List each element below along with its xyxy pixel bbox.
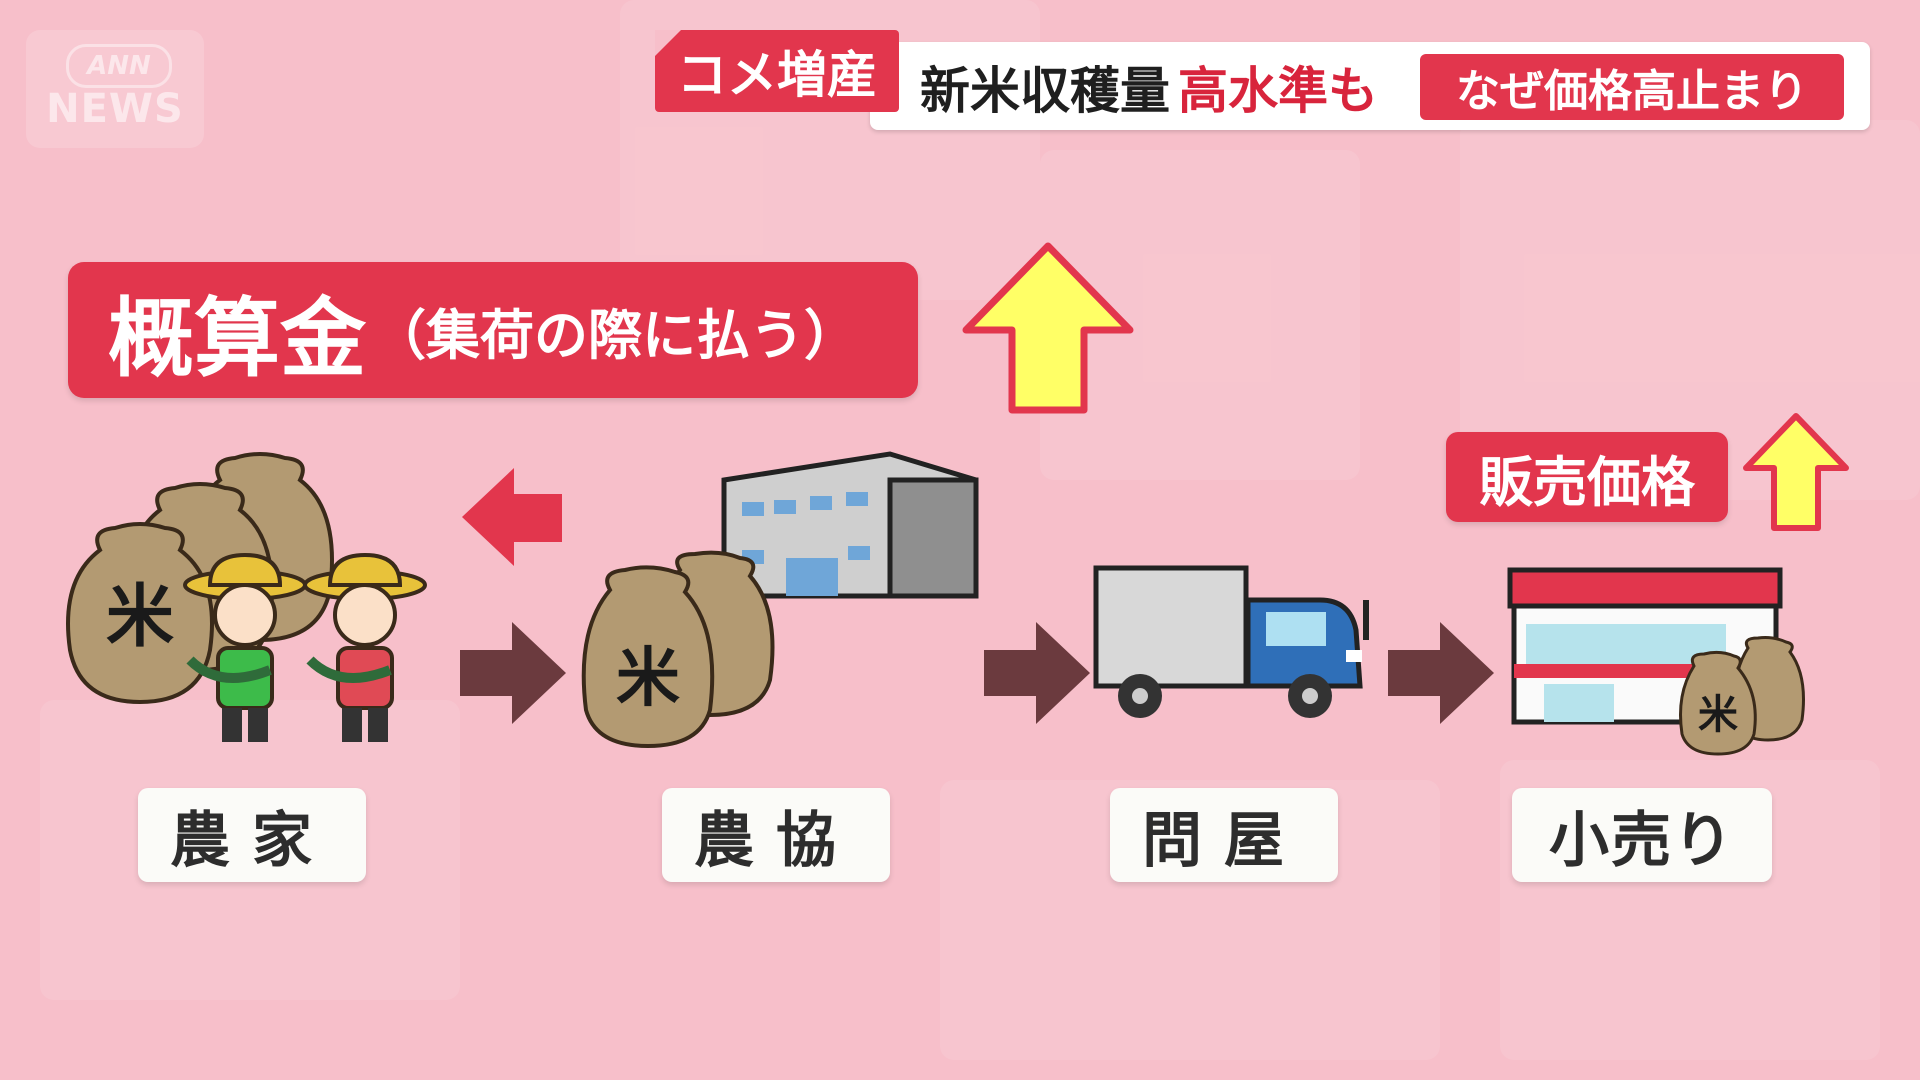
rice-bags-ja-icon: 米 xyxy=(581,550,775,749)
retail-store-icon xyxy=(1507,567,1783,725)
ann-news-logo: ANN NEWS xyxy=(26,30,204,148)
advance-payment-sub: （集荷の際に払う） xyxy=(372,303,858,367)
rice-kanji: 米 xyxy=(616,642,680,716)
ja-building-icon xyxy=(721,451,979,599)
stage-label-ja: 農協 xyxy=(662,788,890,882)
rice-kanji: 米 xyxy=(106,578,174,657)
sale-price-up-arrow-icon xyxy=(1743,413,1849,531)
advance-payment-main: 概算金 xyxy=(108,288,366,389)
flow-arrow-icon xyxy=(460,622,566,724)
stage-label-retail: 小売り xyxy=(1512,788,1772,882)
headline-question: なぜ価格高止まり xyxy=(1420,54,1844,120)
logo-news: NEWS xyxy=(46,86,184,132)
flow-arrow-icon xyxy=(1388,622,1494,724)
advance-payment-label: 概算金 （集荷の際に払う） xyxy=(68,262,918,398)
rice-bags-farmer-icon: 米 xyxy=(66,452,334,705)
stage-label-farmer: 農家 xyxy=(138,788,366,882)
price-up-arrow-icon xyxy=(962,242,1134,414)
headline-highlight: 高水準も xyxy=(1178,62,1378,120)
headline-tag-fold xyxy=(655,30,681,56)
headline-main: 新米収穫量 xyxy=(920,62,1170,120)
farmer-icon xyxy=(183,552,307,742)
rice-bags-retail-icon: 米 xyxy=(1679,636,1805,756)
payment-flow-left-arrow-icon xyxy=(462,468,562,566)
farmer-icon xyxy=(303,552,427,742)
wholesaler-truck-icon xyxy=(1093,565,1369,718)
rice-kanji: 米 xyxy=(1698,692,1738,738)
sale-price-label: 販売価格 xyxy=(1446,432,1728,522)
headline-tag-topic: コメ増産 xyxy=(655,30,899,112)
flow-arrow-icon xyxy=(984,622,1090,724)
logo-ann: ANN xyxy=(66,44,172,88)
stage-label-wholesaler: 問屋 xyxy=(1110,788,1338,882)
sale-price-text: 販売価格 xyxy=(1479,450,1695,514)
headline-text: 新米収穫量 高水準も xyxy=(920,52,1378,122)
